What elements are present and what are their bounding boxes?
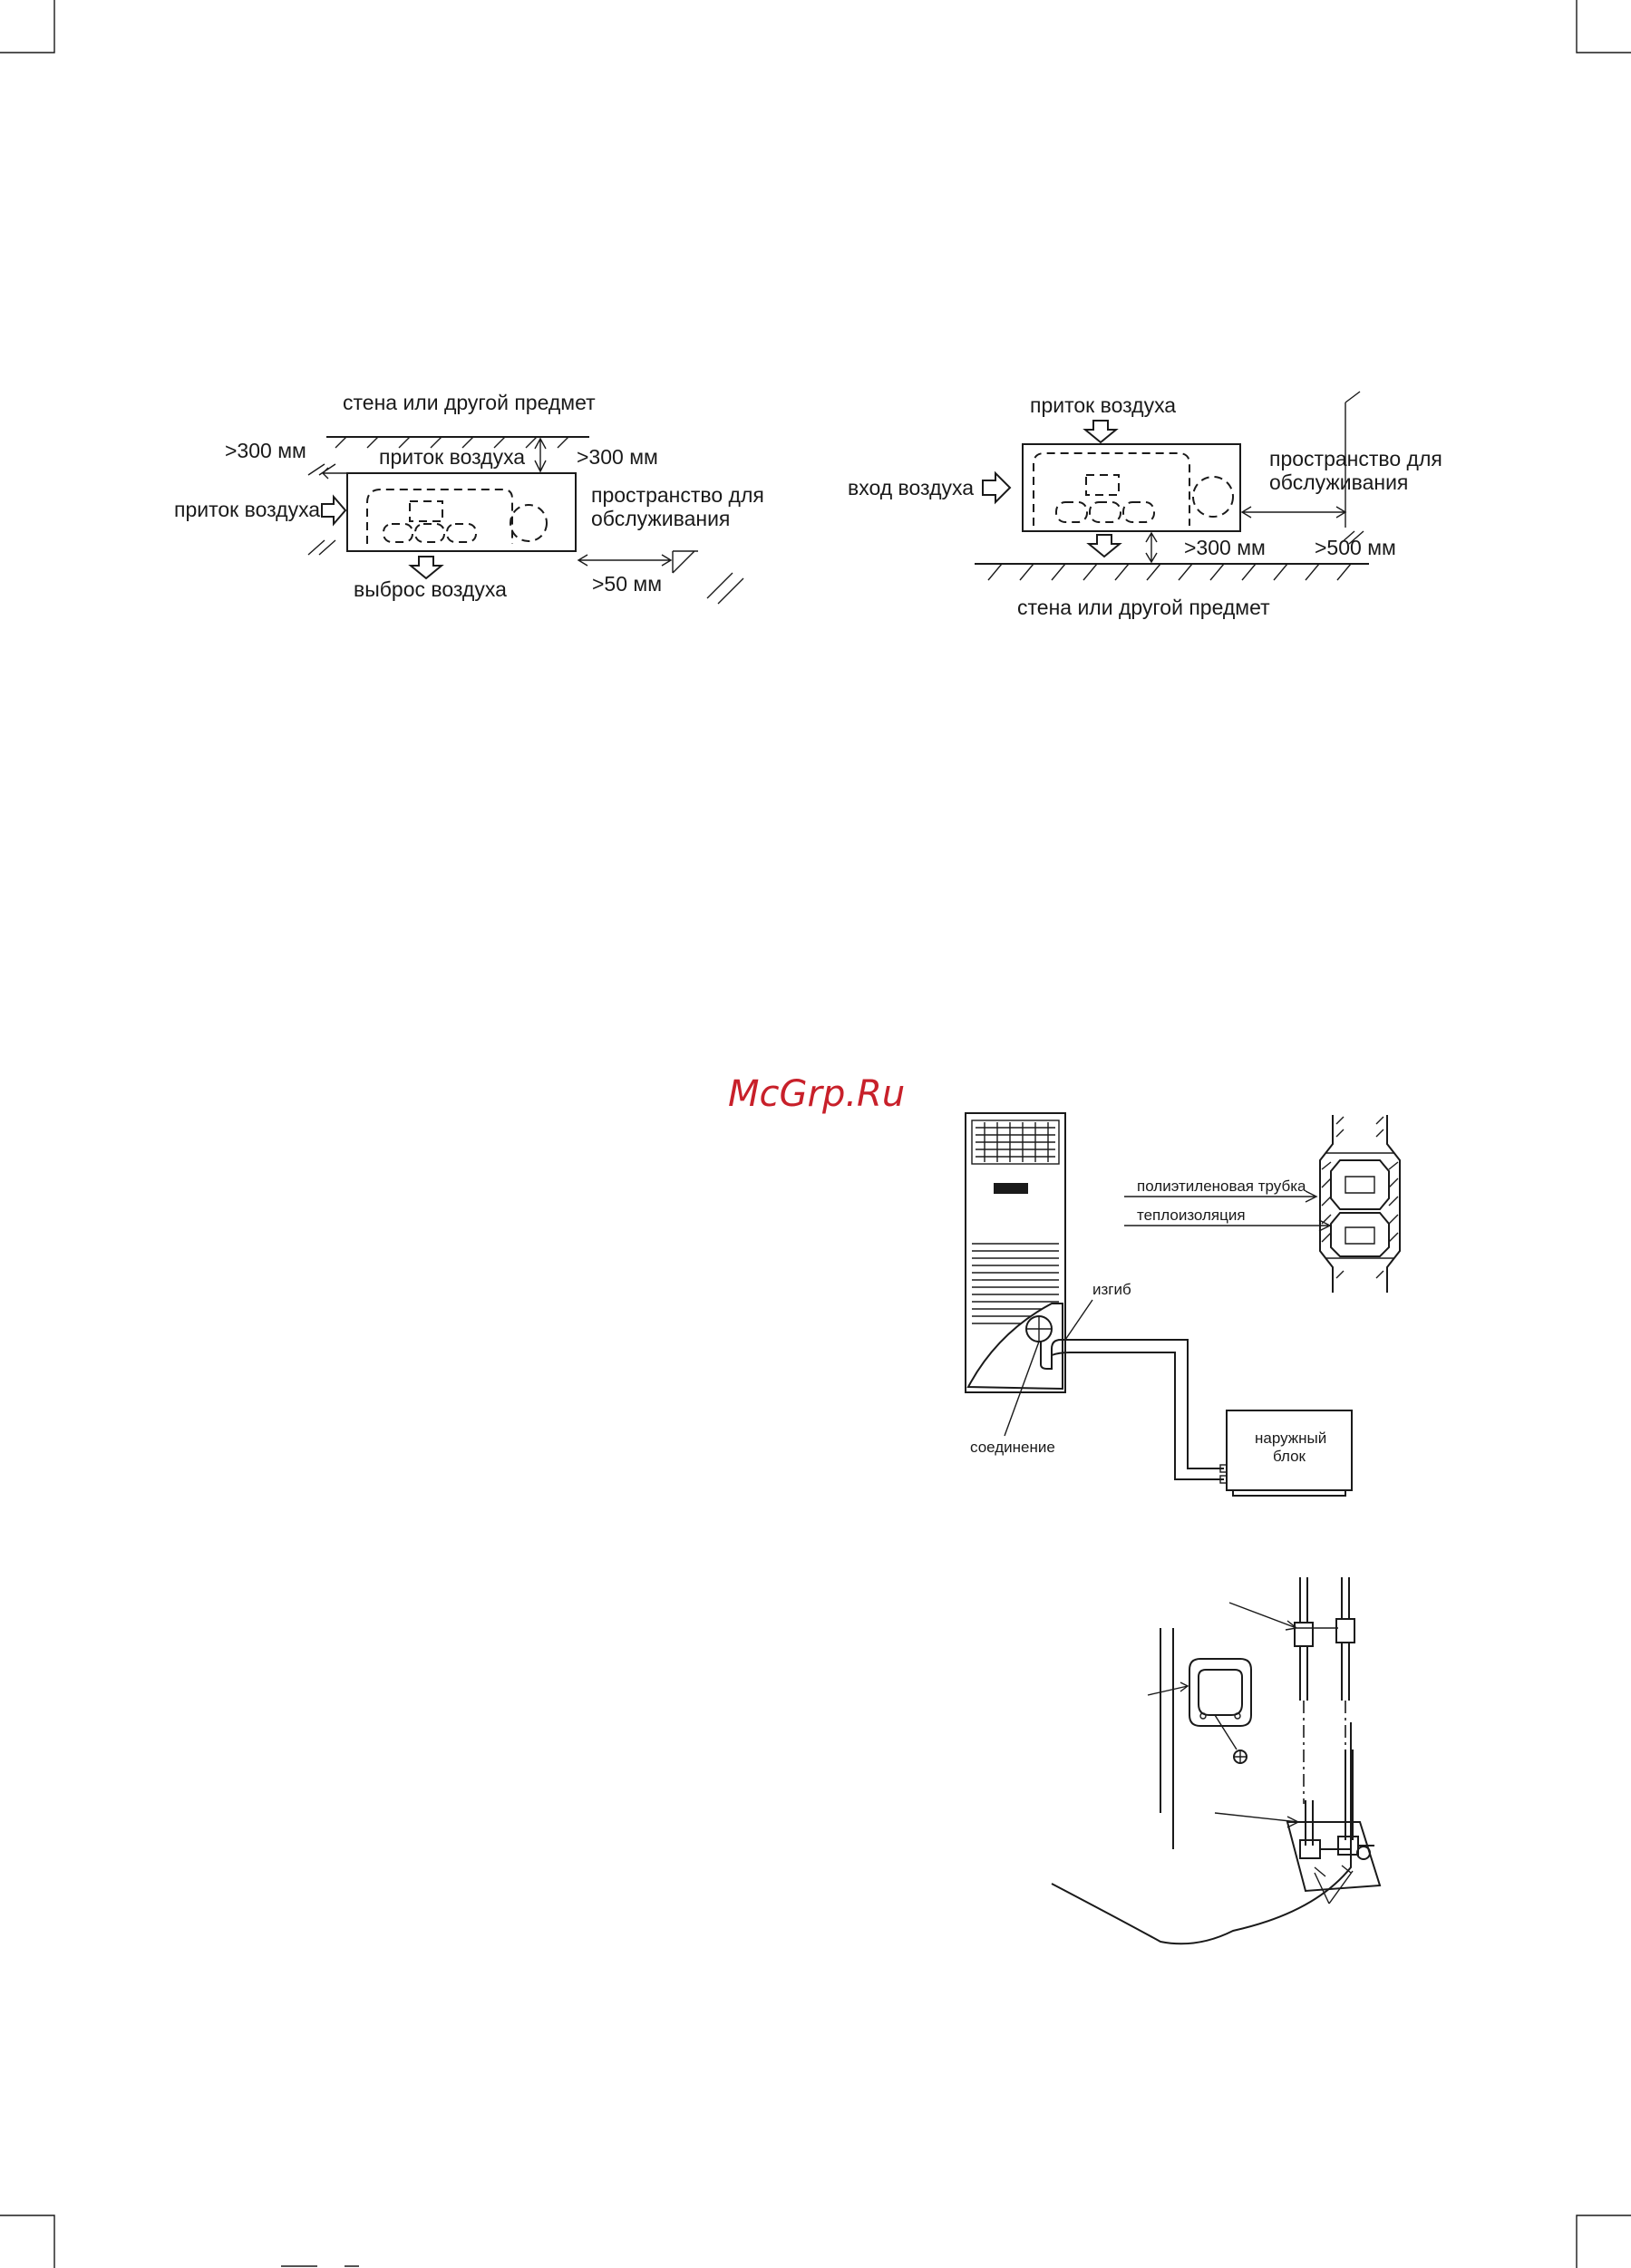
- valve-left: [1300, 1840, 1320, 1858]
- top-clearance-arrow: [535, 439, 546, 471]
- discharge-arrow: [411, 557, 442, 578]
- pipe-label: полиэтиленовая трубка: [1137, 1178, 1306, 1195]
- air-discharge-label: выброс воздуха: [354, 577, 507, 601]
- airflow-path-dashed: [367, 489, 512, 544]
- fan-2-2: [1090, 502, 1121, 522]
- figure-pipe-connection: наружный блок изгиб соединение полиэтиле…: [966, 1113, 1400, 1496]
- cover-plate-inner: [1199, 1670, 1242, 1715]
- clearance-right-label: >50 мм: [592, 572, 662, 596]
- plate-leader: [1148, 1682, 1188, 1695]
- floor-hatch: [975, 564, 1369, 580]
- pipe-centerlines: [1304, 1701, 1345, 1804]
- clearance-top-label: >300 мм: [577, 445, 658, 469]
- clearance-left-label: >300 мм: [225, 439, 306, 462]
- flare-nut-leader: [1229, 1603, 1338, 1630]
- fan-2: [415, 524, 444, 542]
- valve-bracket: [1287, 1822, 1380, 1891]
- pipe-cross-section: [1320, 1115, 1400, 1293]
- bend-leader: [1065, 1300, 1092, 1340]
- top-grille-lines: [976, 1122, 1055, 1162]
- bottom-arrow: [1089, 535, 1120, 557]
- fan-2-1: [1056, 502, 1087, 522]
- outdoor-unit-line2: блок: [1273, 1448, 1306, 1465]
- pipe-right-top: [1342, 1577, 1349, 1619]
- right-clearance-arrow: [578, 555, 671, 566]
- left-clearance-arrow: [323, 468, 347, 479]
- fan-3: [447, 524, 476, 542]
- pipe-outer: [1041, 1340, 1224, 1468]
- service-space-line1-2: пространство для: [1269, 447, 1442, 470]
- service-space-line2: обслуживания: [591, 507, 730, 530]
- intake-arrow-left: [322, 497, 345, 524]
- component-rect-2: [1086, 475, 1119, 495]
- bend-label: изгиб: [1092, 1281, 1131, 1298]
- wall-edge: [1160, 1628, 1173, 1849]
- flare-nut-left: [1295, 1623, 1313, 1646]
- right-wall-hatch: [707, 573, 743, 604]
- motor-circle-2: [1193, 477, 1233, 517]
- figure-valve-installation: [1052, 1577, 1380, 1943]
- pipe-left-top: [1300, 1577, 1307, 1623]
- clearance-right-label-2: >500 мм: [1315, 536, 1396, 559]
- flare-nut-right: [1336, 1619, 1354, 1643]
- airflow-path-dashed-2: [1034, 453, 1189, 526]
- indoor-unit-box: [347, 473, 576, 551]
- watermark: McGrp.Ru: [728, 1073, 905, 1115]
- pipe-right-mid: [1342, 1643, 1349, 1701]
- insulation-label: теплоизоляция: [1137, 1207, 1246, 1224]
- screw-cross: [1235, 1751, 1246, 1762]
- service-space-line2-2: обслуживания: [1269, 470, 1408, 494]
- air-intake-top-label-2: приток воздуха: [1030, 393, 1176, 417]
- fan-1: [383, 524, 413, 542]
- wall-label: стена или другой предмет: [343, 391, 596, 414]
- figure-wall-mount-clearance: стена или другой предмет приток воздуха …: [174, 391, 764, 604]
- bottom-clearance-arrow: [1146, 533, 1157, 562]
- outdoor-unit-line1: наружный: [1255, 1430, 1326, 1447]
- air-inlet-label: вход воздуха: [848, 476, 974, 499]
- valve-right: [1338, 1837, 1358, 1855]
- fan-2-3: [1123, 502, 1154, 522]
- joint-label: соединение: [970, 1439, 1055, 1456]
- display-panel: [994, 1183, 1028, 1194]
- pipe-left-mid: [1300, 1646, 1307, 1701]
- intake-arrow-top: [1085, 421, 1116, 442]
- right-wall-corner: [673, 551, 698, 573]
- screw-shaft: [1215, 1715, 1237, 1749]
- air-intake-left-label: приток воздуха: [174, 498, 320, 521]
- valve-leader: [1215, 1813, 1298, 1827]
- wall-label-2: стена или другой предмет: [1017, 596, 1270, 619]
- service-space-line1: пространство для: [591, 483, 764, 507]
- clearance-bottom-label: >300 мм: [1184, 536, 1266, 559]
- motor-circle: [510, 505, 547, 541]
- component-rect: [410, 501, 442, 521]
- valve-cap-icon: [1357, 1846, 1370, 1859]
- inlet-arrow-left: [983, 473, 1010, 502]
- pipe-inner: [1052, 1352, 1224, 1479]
- figure-floor-mount-clearance: приток воздуха вход воздуха >300 мм стен…: [848, 392, 1442, 619]
- right-clearance-arrow-2: [1242, 507, 1345, 518]
- floor-unit-box: [1023, 444, 1240, 531]
- left-wall-hatch-bottom: [308, 540, 335, 555]
- air-intake-top-label: приток воздуха: [379, 445, 525, 469]
